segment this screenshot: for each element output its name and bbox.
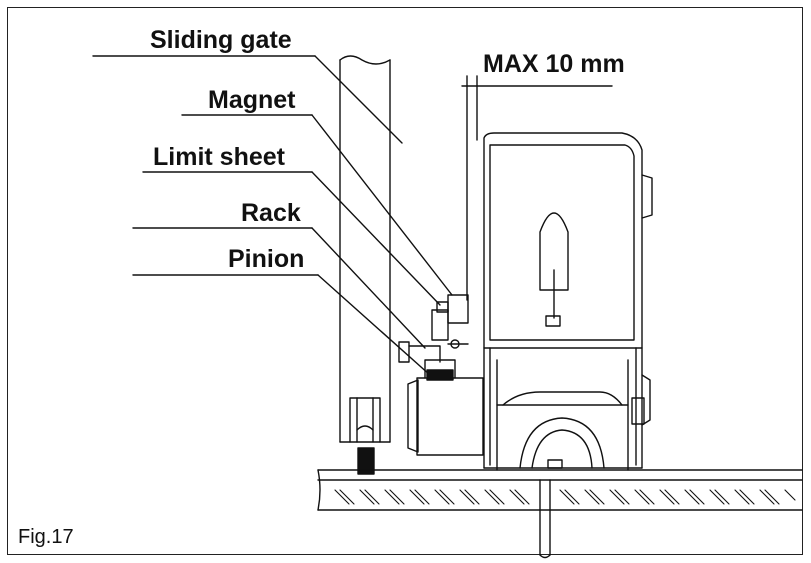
limit-sheet-bracket [398,294,469,363]
sliding-gate-leaf [339,55,391,475]
rack-label: Rack [241,199,301,227]
motor-housing [483,132,653,471]
magnet-label: Magnet [208,86,296,114]
max-gap-label: MAX 10 mm [483,50,625,78]
pinion-label: Pinion [228,245,305,273]
sliding-gate-label: Sliding gate [150,26,292,54]
figure-frame [7,7,803,555]
figure-caption: Fig.17 [18,526,74,548]
limit-sheet-label: Limit sheet [153,143,285,171]
ground-foundation [317,469,803,559]
gear-motor-body [407,359,484,456]
